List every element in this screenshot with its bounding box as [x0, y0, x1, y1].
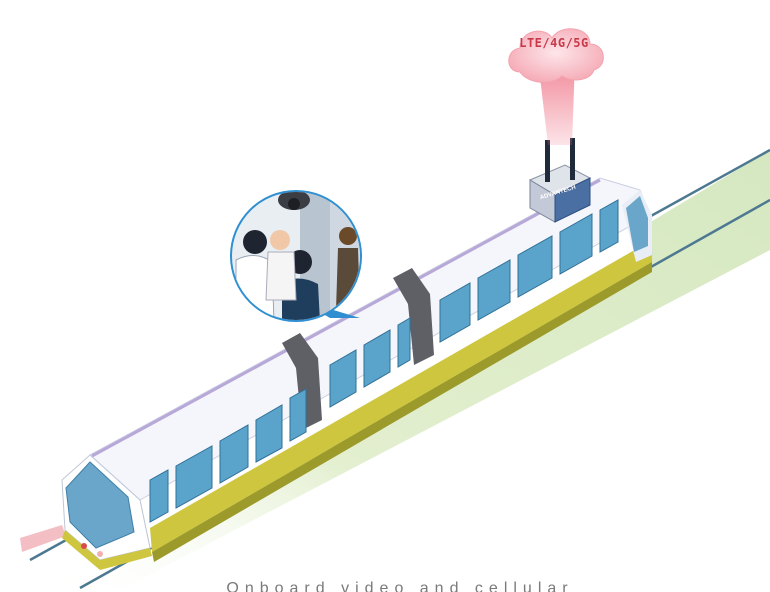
- passengers-camera-icon: [230, 190, 362, 322]
- caption-text: Onboard video and cellular connectivity: [150, 580, 650, 592]
- headlight-glow: [20, 525, 66, 552]
- router-icon: [530, 138, 590, 222]
- network-label: LTE/4G/5G: [508, 36, 600, 50]
